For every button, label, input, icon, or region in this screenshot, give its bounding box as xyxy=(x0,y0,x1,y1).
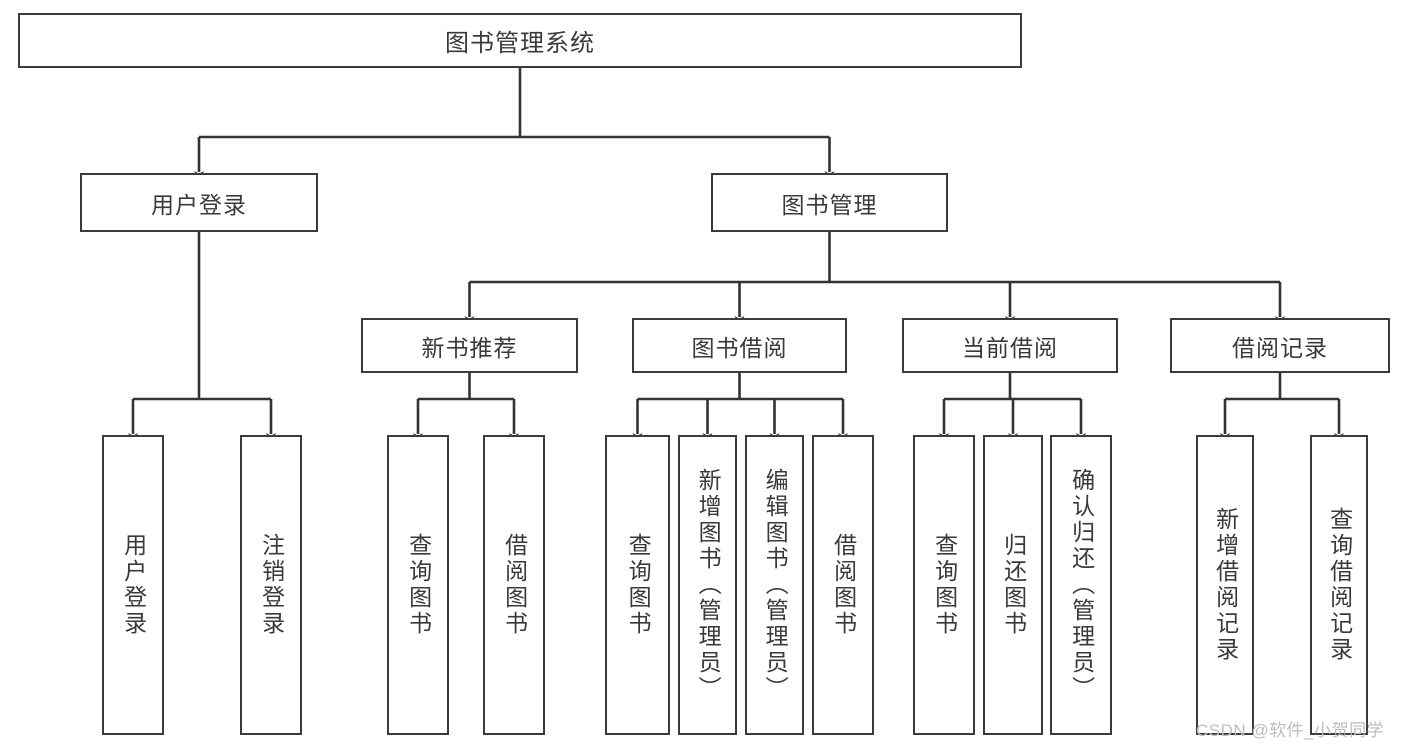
node-label: 查询图书 xyxy=(405,533,432,637)
node-book-borrow[interactable]: 图书借阅 xyxy=(632,318,847,373)
node-user-login[interactable]: 用户登录 xyxy=(80,173,318,232)
node-leaf-return-book[interactable]: 归还图书 xyxy=(983,435,1043,735)
node-borrow-record[interactable]: 借阅记录 xyxy=(1170,318,1390,373)
node-label: 确认归还（管理员） xyxy=(1068,468,1095,702)
node-label: 注销登录 xyxy=(258,533,285,637)
node-label: 编辑图书（管理员） xyxy=(762,468,789,702)
node-new-book-rec[interactable]: 新书推荐 xyxy=(361,318,578,373)
node-leaf-query-book-2[interactable]: 查询图书 xyxy=(605,435,670,735)
node-label: 当前借阅 xyxy=(962,334,1058,361)
node-leaf-borrow-book-1[interactable]: 借阅图书 xyxy=(483,435,545,735)
node-leaf-add-book[interactable]: 新增图书（管理员） xyxy=(678,435,737,735)
node-leaf-edit-book[interactable]: 编辑图书（管理员） xyxy=(745,435,804,735)
csdn-watermark: CSDN @软件_小贺同学 xyxy=(1196,721,1385,740)
node-label: 借阅记录 xyxy=(1232,334,1328,361)
node-leaf-user-logout[interactable]: 注销登录 xyxy=(240,435,302,735)
node-leaf-query-record[interactable]: 查询借阅记录 xyxy=(1310,435,1368,735)
node-leaf-borrow-book-2[interactable]: 借阅图书 xyxy=(812,435,874,735)
node-leaf-query-book-3[interactable]: 查询图书 xyxy=(913,435,975,735)
node-leaf-user-login[interactable]: 用户登录 xyxy=(102,435,164,735)
node-label: 查询图书 xyxy=(931,533,958,637)
node-label: 图书管理系统 xyxy=(445,30,595,57)
node-label: 用户登录 xyxy=(120,533,147,637)
node-label: 图书管理 xyxy=(781,191,878,218)
node-label: 借阅图书 xyxy=(501,533,528,637)
node-leaf-query-book-1[interactable]: 查询图书 xyxy=(387,435,449,735)
node-label: 图书借阅 xyxy=(691,334,788,361)
node-label: 新增图书（管理员） xyxy=(695,468,722,702)
node-label: 新书推荐 xyxy=(421,334,518,361)
node-leaf-add-record[interactable]: 新增借阅记录 xyxy=(1196,435,1254,735)
node-leaf-confirm-return[interactable]: 确认归还（管理员） xyxy=(1050,435,1112,735)
node-label: 查询借阅记录 xyxy=(1326,507,1353,663)
node-book-mgmt[interactable]: 图书管理 xyxy=(711,173,948,232)
node-root[interactable]: 图书管理系统 xyxy=(18,13,1022,68)
node-label: 用户登录 xyxy=(151,191,247,218)
node-label: 归还图书 xyxy=(1000,533,1027,637)
node-current-borrow[interactable]: 当前借阅 xyxy=(902,318,1118,373)
node-label: 查询图书 xyxy=(625,533,652,637)
node-label: 借阅图书 xyxy=(830,533,857,637)
node-label: 新增借阅记录 xyxy=(1212,507,1239,663)
edge-paths xyxy=(128,68,1344,443)
